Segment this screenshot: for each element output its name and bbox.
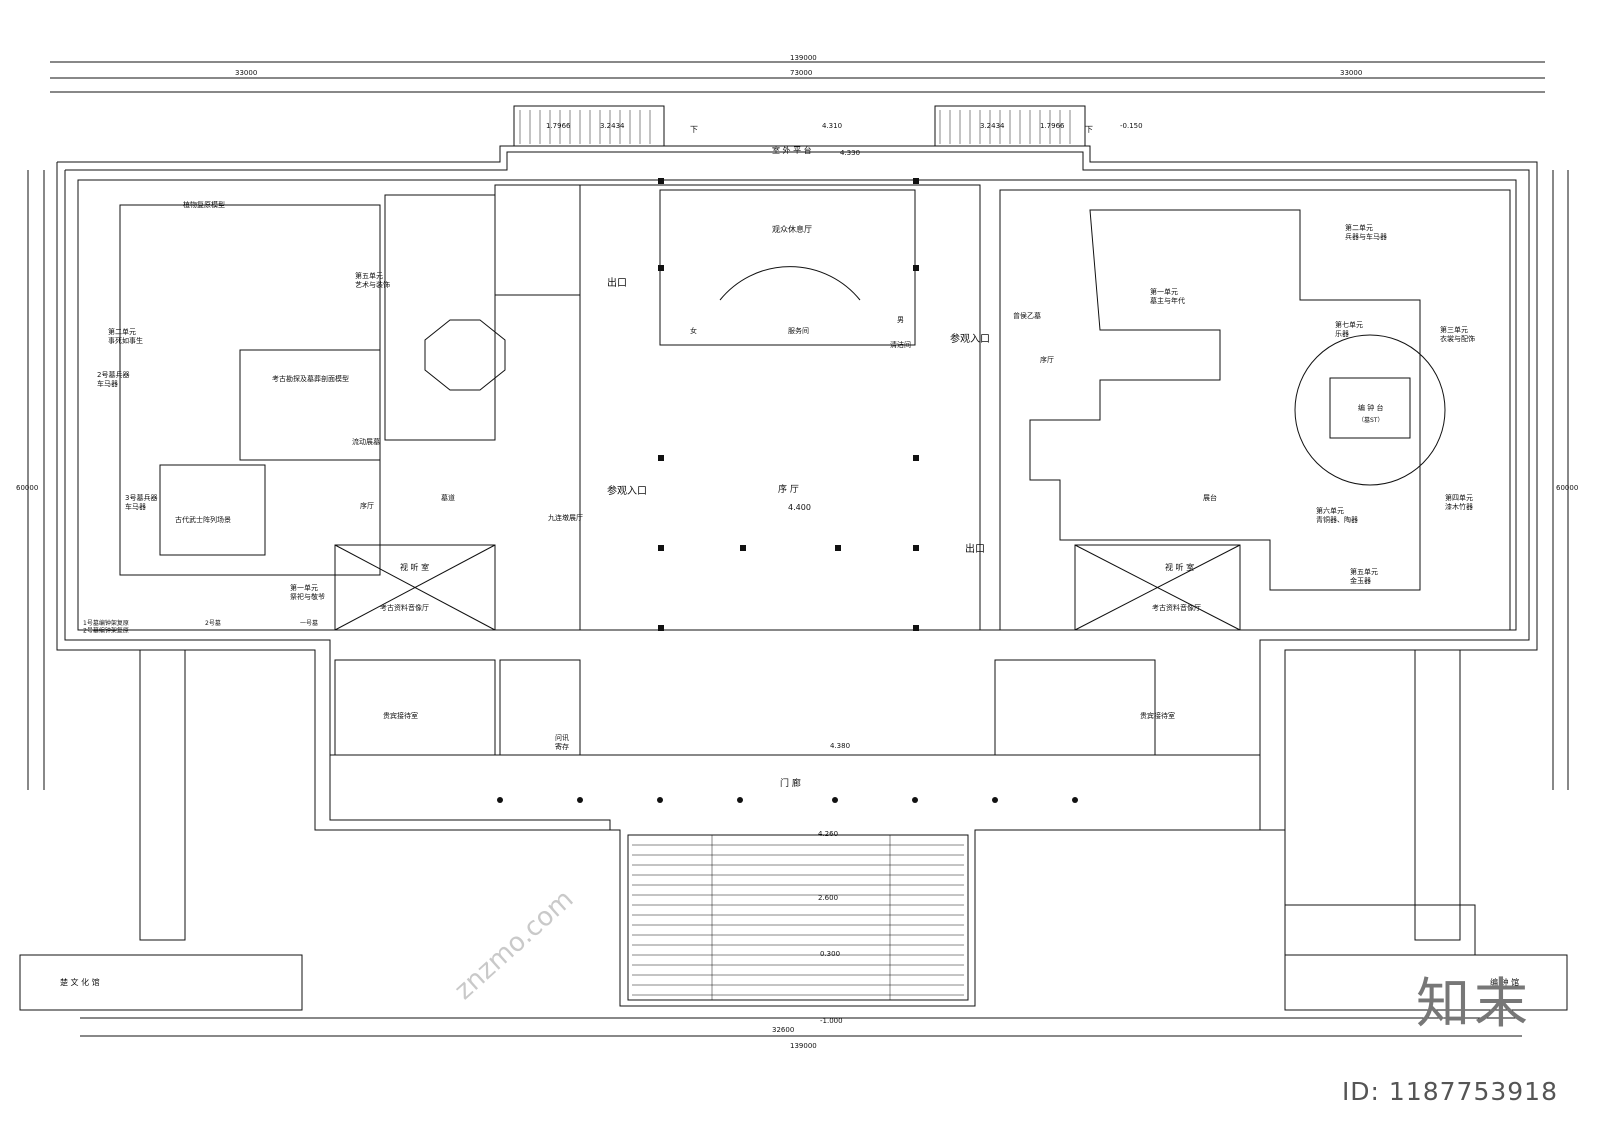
unit-right-7: 第七单元乐器 <box>1335 320 1363 338</box>
watermark-id: ID: 1187753918 <box>1341 1077 1558 1106</box>
dim-bottom-mid: 32600 <box>772 1026 794 1034</box>
level-11: -1.000 <box>820 1017 843 1025</box>
dim-total-top: 139000 <box>790 54 817 62</box>
label-chu-museum: 楚 文 化 馆 <box>60 977 100 987</box>
label-seq-hall-left: 序厅 <box>360 501 374 510</box>
label-bell-sub: （墓ST） <box>1358 416 1383 424</box>
unit-right-3: 第三单元衣裳与配饰 <box>1440 325 1475 343</box>
label-bell-museum: 编 钟 馆 <box>1490 977 1519 987</box>
label-excavation-model: 考古勘探及墓葬剖面模型 <box>272 374 349 383</box>
label-portico: 门 廊 <box>780 777 801 789</box>
level-2: 3.2434 <box>600 122 625 130</box>
label-foyer-level: 4.400 <box>788 503 811 512</box>
marker-exit-left: 出口 <box>607 276 627 289</box>
level-7: -0.150 <box>1120 122 1143 130</box>
watermark-logo: 知末 <box>1416 972 1532 1035</box>
label-service: 服务间 <box>788 326 809 335</box>
label-left-vip: 贵宾接待室 <box>383 711 418 720</box>
dim-top-left: 33000 <box>235 69 257 77</box>
marker-down-right: 下 <box>1085 125 1093 134</box>
level-9: 2.600 <box>818 894 838 902</box>
label-male: 男 <box>897 316 904 324</box>
label-exhibit-platform: 展台 <box>1203 493 1217 502</box>
unit-left-tomb-1: 一号墓 <box>300 619 318 627</box>
label-right-av: 视 听 室 <box>1165 562 1194 572</box>
unit-right-4: 第四单元漆木竹器 <box>1445 493 1473 511</box>
unit-left-mobile: 流动展墓 <box>352 437 380 446</box>
dim-top-mid: 73000 <box>790 69 812 77</box>
label-audience-lounge: 观众休息厅 <box>772 224 812 234</box>
dim-left-total: 60000 <box>16 484 38 492</box>
unit-left-tomb3: 3号墓兵器车马器 <box>125 493 157 511</box>
label-right-av-sub: 考古资料音像厅 <box>1152 603 1201 612</box>
label-cleaning: 清洁间 <box>890 340 911 349</box>
dim-total-bottom: 139000 <box>790 1042 817 1050</box>
unit-left-5: 第五单元艺术与装饰 <box>355 271 390 289</box>
label-plant-model: 植物复原模型 <box>183 200 225 209</box>
label-nine-tripod: 九连墩展厅 <box>548 513 583 522</box>
unit-left-tomb2: 2号墓兵器车马器 <box>97 370 129 388</box>
level-10: 0.300 <box>820 950 840 958</box>
marker-entrance-right: 参观入口 <box>950 332 990 345</box>
label-outdoor-platform: 室 外 平 台 <box>772 145 812 155</box>
label-zeng-tomb: 曾侯乙墓 <box>1013 311 1041 320</box>
label-tomb-passage: 墓道 <box>441 493 455 502</box>
marker-exit-right: 出口 <box>965 542 985 555</box>
unit-right-1: 第一单元墓主与年代 <box>1150 287 1185 305</box>
dim-top-right: 33000 <box>1340 69 1362 77</box>
unit-left-tomb-2: 2号墓 <box>205 619 221 627</box>
label-bell-platform: 编 钟 台 <box>1358 403 1383 412</box>
label-inquiry: 问讯寄存 <box>555 734 569 751</box>
level-6: 1.7966 <box>1040 122 1065 130</box>
label-warrior-scene: 古代武士阵列场景 <box>175 515 231 524</box>
label-right-vip: 贵宾接待室 <box>1140 711 1175 720</box>
level-8: 4.380 <box>830 742 850 750</box>
level-1: 1.7966 <box>546 122 571 130</box>
unit-left-1: 第一单元祭祀与敬爷 <box>290 583 325 601</box>
unit-right-2: 第二单元兵器与车马器 <box>1345 223 1387 241</box>
level-12: 4.260 <box>818 830 838 838</box>
unit-right-5: 第五单元金玉器 <box>1350 567 1378 585</box>
unit-right-6: 第六单元青铜器、陶器 <box>1316 506 1358 524</box>
label-left-av: 视 听 室 <box>400 562 429 572</box>
marker-down-left: 下 <box>690 125 698 134</box>
level-4: 4.330 <box>840 149 860 157</box>
dim-right-total: 60000 <box>1556 484 1578 492</box>
label-female: 女 <box>690 326 697 335</box>
label-left-av-sub: 考古资料音像厅 <box>380 603 429 612</box>
marker-entrance-left: 参观入口 <box>607 484 647 497</box>
label-foyer: 序 厅 <box>778 483 799 495</box>
label-seq-hall-right: 序厅 <box>1040 355 1054 364</box>
level-3: 4.310 <box>822 122 842 130</box>
level-5: 3.2434 <box>980 122 1005 130</box>
unit-left-2: 第二单元事死如事生 <box>108 327 143 345</box>
